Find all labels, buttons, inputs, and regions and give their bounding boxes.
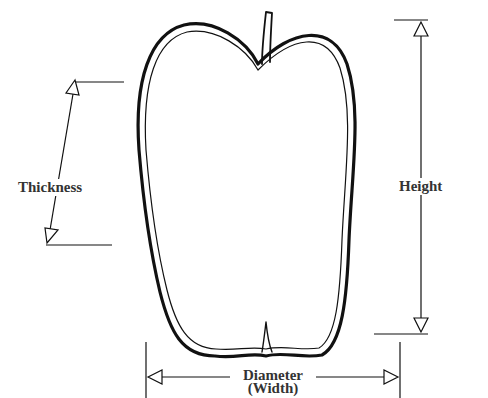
thickness-tick: [76, 81, 124, 82]
arrowhead: [45, 228, 58, 243]
height-tick: [394, 19, 428, 20]
dimension-lines: [45, 20, 428, 398]
arrowhead: [384, 370, 398, 384]
thickness-line: [50, 94, 73, 230]
thickness-label: Thickness: [16, 179, 84, 196]
diameter-tick: [145, 342, 146, 398]
arrowhead: [414, 22, 428, 36]
apple-calyx: [262, 322, 272, 352]
height-line: [420, 34, 421, 320]
diameter-label: Diameter (Width): [233, 368, 313, 396]
thickness-tick: [46, 244, 112, 245]
arrowhead: [414, 318, 428, 332]
arrowhead: [148, 370, 162, 384]
apple-outline: [138, 24, 355, 357]
diameter-tick: [399, 342, 400, 398]
height-tick: [374, 333, 428, 334]
arrowhead: [66, 80, 79, 95]
apple-inner-outline: [145, 31, 347, 349]
height-label: Height: [397, 178, 444, 195]
